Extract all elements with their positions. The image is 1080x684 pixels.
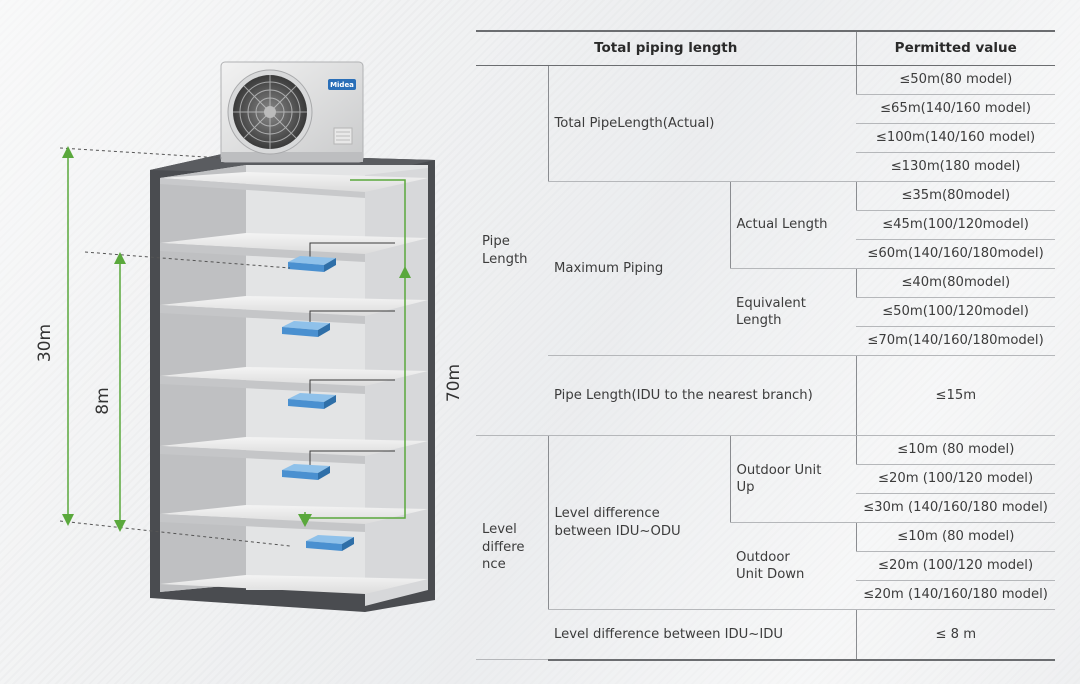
table-header-row: Total piping length Permitted value [476, 31, 1055, 66]
table-row: ≤50m(100/120model) [476, 297, 1055, 327]
value-cell: ≤10m (80 model) [855, 435, 1055, 465]
group-label-level-difference: Level differe nce [476, 435, 548, 660]
table-row: ≤20m (100/120 model) [476, 551, 1055, 581]
dimension-label-idu-difference: 8m [93, 387, 113, 414]
group-label-pipe-length: Pipe Length [476, 65, 548, 436]
arrow-up-icon [399, 266, 411, 278]
table-row: ≤20m (100/120 model) [476, 464, 1055, 494]
dimension-label-total-length: 70m [444, 364, 464, 402]
value-cell: ≤10m (80 model) [855, 522, 1055, 552]
value-cell: ≤70m(140/160/180model) [856, 326, 1055, 356]
value-cell: ≤20m (140/160/180 model) [856, 580, 1055, 610]
sub-label-equivalent-length: Equivalent Length [730, 268, 856, 356]
indoor-unit-icon [288, 393, 336, 409]
value-cell: ≤40m(80model) [855, 268, 1055, 298]
floor-slab [160, 575, 428, 594]
table-row: ≤60m(140/160/180model) [476, 239, 1055, 269]
brand-logo-text: Midea [330, 81, 354, 89]
indoor-unit-icon [282, 464, 330, 480]
arrow-down-icon [62, 514, 74, 526]
sub-label-actual-length: Actual Length [729, 181, 856, 269]
dimension-label-overall-height: 30m [35, 324, 55, 362]
value-cell: ≤130m(180 model) [856, 152, 1055, 182]
table-row: Pipe Length Total PipeLength(Actual) ≤50… [476, 65, 1055, 436]
row-label-idu-idu: Level difference between IDU~IDU [548, 609, 856, 661]
building-piping-diagram: Midea 30m 8m 70m [35, 61, 464, 612]
table-row: Pipe Length(IDU to the nearest branch) ≤… [476, 355, 1055, 436]
row-label-total-actual: Total PipeLength(Actual) [547, 65, 856, 182]
floor-slab [160, 367, 428, 394]
value-cell: ≤20m (100/120 model) [856, 551, 1055, 581]
sub-label-outdoor-up: Outdoor Unit Up [729, 435, 856, 523]
row-label-idu-odu: Level difference between IDU~ODU [547, 435, 730, 610]
value-cell: ≤50m(100/120model) [856, 297, 1055, 327]
table-row: ≤30m (140/160/180 model) [476, 493, 1055, 523]
dimension-guides [59, 146, 291, 547]
table-row: ≤65m(140/160 model) [476, 94, 1055, 124]
value-cell: ≤35m(80model) [855, 181, 1055, 211]
table-row: ≤70m(140/160/180model) [476, 326, 1055, 356]
arrow-down-icon [114, 520, 126, 532]
value-cell: ≤20m (100/120 model) [856, 464, 1055, 494]
floor-slab [160, 172, 428, 198]
value-cell: ≤65m(140/160 model) [856, 94, 1055, 124]
sub-label-outdoor-down: Outdoor Unit Down [730, 522, 856, 610]
table-row: Equivalent Length ≤40m(80model) [476, 268, 1055, 356]
arrow-up-icon [62, 146, 74, 158]
indoor-unit-icon [288, 256, 336, 272]
table-row: ≤100m(140/160 model) [476, 123, 1055, 153]
floor-slab [160, 505, 428, 532]
indoor-unit-icon [306, 535, 354, 551]
value-cell: ≤15m [855, 355, 1055, 436]
header-item: Total piping length [476, 31, 856, 66]
value-cell: ≤45m(100/120model) [856, 210, 1055, 240]
value-cell: ≤100m(140/160 model) [856, 123, 1055, 153]
table-row: Maximum Piping Actual Length ≤35m(80mode… [476, 181, 1055, 356]
value-cell: ≤50m(80 model) [855, 65, 1055, 95]
table-row: Outdoor Unit Down ≤10m (80 model) [476, 522, 1055, 610]
piping-spec-table: Total piping length Permitted value Pipe… [476, 30, 1055, 661]
row-label-maximum-piping: Maximum Piping [548, 181, 730, 356]
indoor-unit-icon [282, 321, 330, 337]
brand-logo [328, 79, 356, 90]
table-row: ≤45m(100/120model) [476, 210, 1055, 240]
arrow-up-icon [114, 252, 126, 264]
table-row: Level difference between IDU~IDU ≤ 8 m [476, 609, 1055, 661]
branch-pipes [309, 242, 395, 466]
value-cell: ≤60m(140/160/180model) [856, 239, 1055, 269]
row-label-nearest-branch: Pipe Length(IDU to the nearest branch) [548, 355, 856, 436]
header-value: Permitted value [855, 31, 1055, 66]
table-row: Level differe nce Level difference betwe… [476, 435, 1055, 660]
main-pipe-route [298, 179, 411, 527]
table-row: ≤20m (140/160/180 model) [476, 580, 1055, 610]
indoor-units [282, 256, 354, 551]
table-row: ≤130m(180 model) [476, 152, 1055, 182]
outdoor-unit: Midea [220, 61, 364, 163]
value-cell: ≤30m (140/160/180 model) [856, 493, 1055, 523]
arrow-down-icon [298, 514, 312, 527]
value-cell: ≤ 8 m [855, 609, 1055, 661]
